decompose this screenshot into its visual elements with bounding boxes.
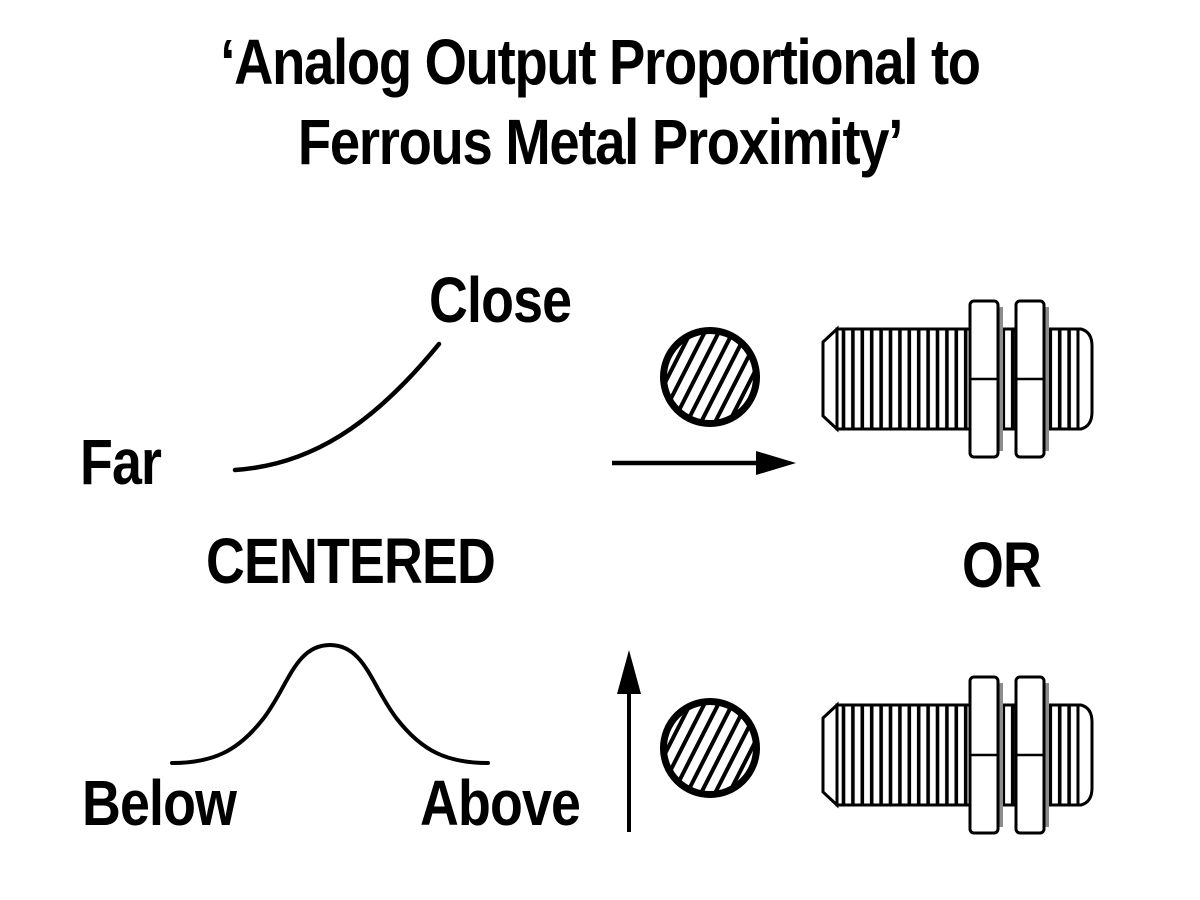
arrow-up-icon [617,650,641,832]
proximity-sensor-icon [821,299,1094,459]
proximity-sensor-icon [821,675,1094,835]
label-centered: CENTERED [206,525,496,597]
page-title: ‘Analog Output Proportional to Ferrous M… [90,22,1110,182]
label-far: Far [80,426,162,498]
title-line-1: ‘Analog Output Proportional to [220,26,981,98]
arrow-right-icon [612,451,796,475]
title-line-2: Ferrous Metal Proximity’ [297,106,904,178]
label-or: OR [962,529,1042,601]
ferrous-ball-icon [649,687,771,809]
label-above: Above [420,767,581,839]
ferrous-ball-icon [649,316,771,438]
rise-curve [232,341,442,473]
bell-curve [170,642,490,765]
label-below: Below [82,767,237,839]
label-close: Close [429,264,572,336]
